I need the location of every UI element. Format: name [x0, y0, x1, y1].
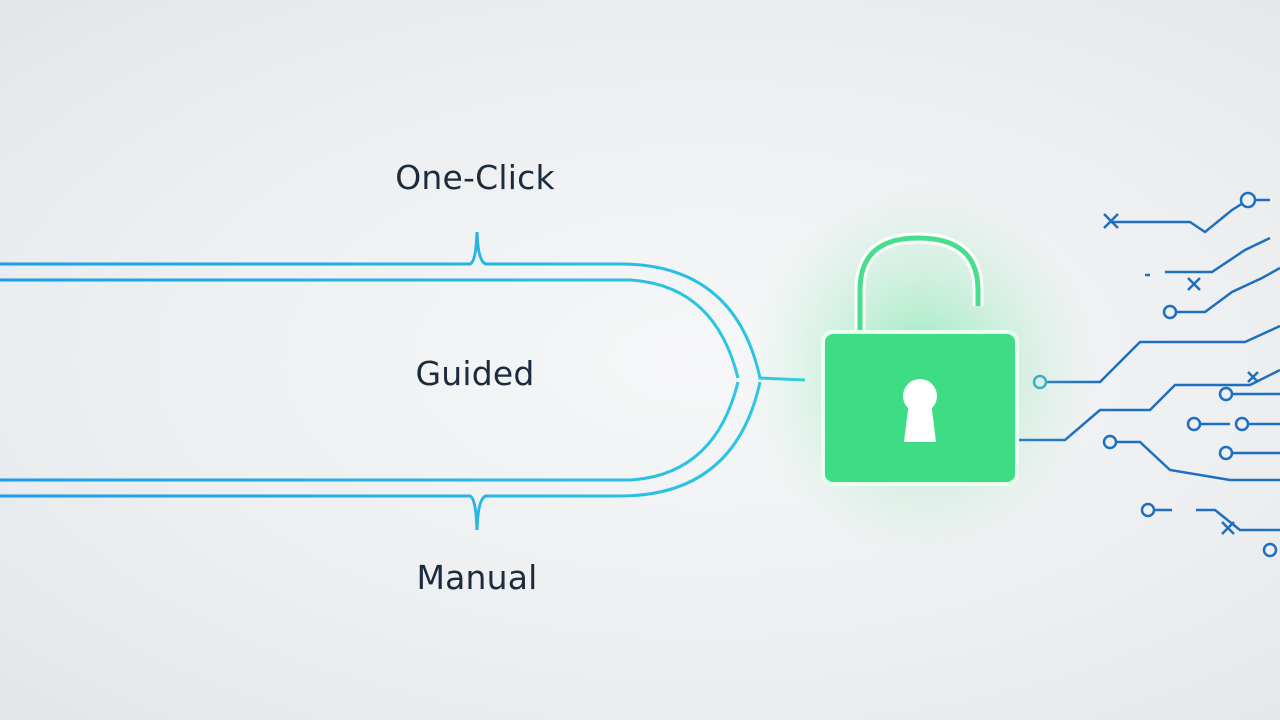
- padlock-unlocked-icon: [821, 232, 1019, 486]
- bottom-outer-line: [0, 381, 762, 531]
- top-outer-line: [0, 231, 806, 382]
- option-label-one-click: One-Click: [395, 158, 555, 197]
- pathway-lines: [0, 231, 806, 531]
- option-label-manual: Manual: [416, 558, 538, 597]
- circuit-traces: [1018, 191, 1280, 558]
- option-label-guided: Guided: [415, 354, 535, 393]
- top-inner-line: [0, 278, 740, 379]
- keyhole-icon: [903, 379, 937, 442]
- bottom-inner-line: [0, 381, 740, 482]
